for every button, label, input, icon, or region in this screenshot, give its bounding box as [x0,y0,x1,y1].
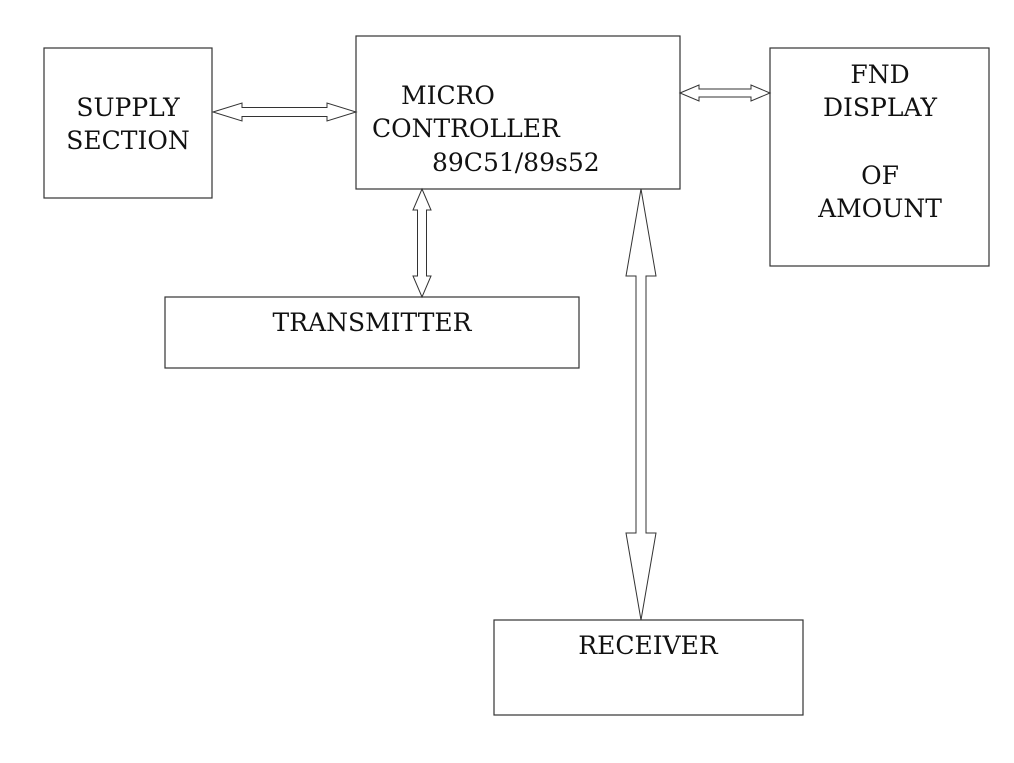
supply-section-block [43,47,213,199]
receiver-block [493,619,804,716]
micro-transmitter-bidirectional-arrow [412,187,432,299]
supply-label-line-2: SECTION [66,126,189,155]
fnd-display-block [769,47,990,267]
micro-label-line-1: MICRO [401,81,495,110]
display-label-line-1: FND [850,60,909,89]
microcontroller-block [355,35,681,190]
micro-receiver-bidirectional-arrow [625,188,657,621]
transmitter-block [164,296,580,369]
display-label-line-4: AMOUNT [817,194,942,223]
micro-label-line-2: CONTROLLER [372,114,561,143]
supply-micro-bidirectional-arrow [211,102,358,122]
micro-display-bidirectional-arrow [678,84,772,102]
display-label-line-3: OF [861,161,899,190]
transmitter-label: TRANSMITTER [273,308,473,337]
micro-label-line-3: 89C51/89s52 [432,148,600,177]
supply-label-line-1: SUPPLY [76,93,180,122]
display-label-line-2: DISPLAY [823,93,938,122]
receiver-label: RECEIVER [578,631,719,660]
